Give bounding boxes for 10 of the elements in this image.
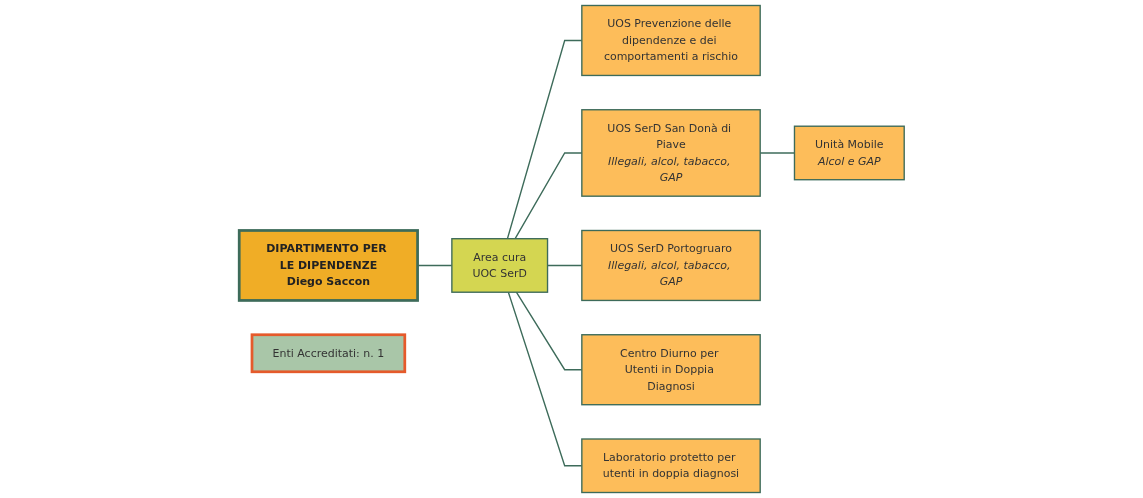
- node-box: Laboratorio protetto per utenti in doppia diagnosi: [580, 438, 761, 494]
- node-box: DIPARTIMENTO PER LE DIPENDENZE Diego Saccon: [237, 229, 419, 302]
- node-box: UOS SerD San Donà di Piave Illegali, alcol, tabacco, GAP: [580, 109, 761, 197]
- node-box: UOS SerD Portogruaro Illegali, alcol, tabacco, GAP: [580, 229, 761, 302]
- node-box: Unità Mobile Alcol e GAP: [793, 125, 905, 181]
- connector: [759, 152, 795, 154]
- node-box: UOS Prevenzione delle dipendenze e dei comportamenti a rischio: [580, 4, 761, 77]
- node-box: Area cura UOC SerD: [450, 238, 548, 293]
- node-box: Centro Diurno per Utenti in Doppia Diagnosi: [580, 334, 761, 406]
- node-box: Enti Accreditati: n. 1: [250, 333, 406, 374]
